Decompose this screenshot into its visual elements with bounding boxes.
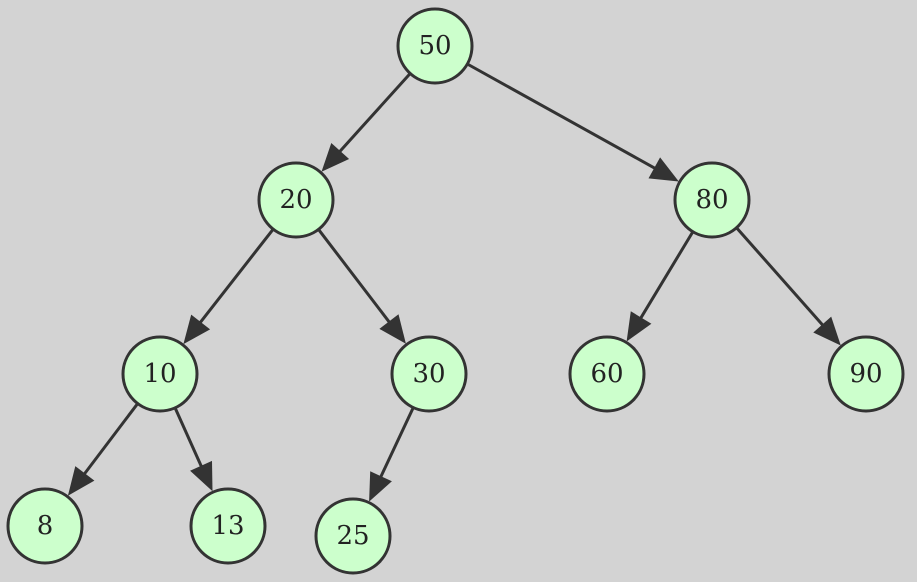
edge-80-to-60 (626, 231, 694, 342)
node-circle (568, 335, 646, 413)
node-circle (827, 335, 905, 413)
arrowhead-icon (67, 466, 95, 496)
edge-line (82, 403, 139, 476)
tree-node-80: 80 (673, 161, 751, 239)
edge-line (317, 229, 392, 325)
edge-line (378, 407, 415, 479)
tree-node-60: 60 (568, 335, 646, 413)
edge-10-to-8 (67, 403, 139, 496)
arrowhead-icon (321, 143, 350, 172)
arrowhead-icon (648, 157, 679, 182)
node-label: 60 (590, 359, 623, 389)
tree-node-10: 10 (121, 335, 199, 413)
node-circle (673, 161, 751, 239)
edge-line (174, 408, 204, 469)
node-label: 8 (37, 511, 54, 541)
tree-node-50: 50 (396, 7, 474, 85)
node-circle (121, 335, 199, 413)
edge-50-to-20 (321, 73, 411, 172)
edge-line (638, 231, 694, 320)
tree-node-13: 13 (189, 487, 267, 565)
node-label: 90 (849, 359, 882, 389)
tree-node-90: 90 (827, 335, 905, 413)
edge-30-to-25 (369, 407, 415, 502)
node-label: 13 (211, 511, 244, 541)
node-label: 10 (143, 359, 176, 389)
edge-line (736, 227, 825, 328)
arrowhead-icon (190, 460, 213, 492)
node-circle (257, 161, 335, 239)
edge-20-to-30 (317, 229, 406, 344)
tree-node-8: 8 (6, 487, 84, 565)
arrowhead-icon (379, 314, 406, 344)
node-label: 25 (336, 521, 369, 551)
node-circle (396, 7, 474, 85)
edges-layer (67, 63, 841, 502)
tree-node-20: 20 (257, 161, 335, 239)
arrowhead-icon (813, 316, 841, 346)
edge-50-to-80 (467, 63, 679, 182)
edge-line (467, 63, 657, 171)
edge-80-to-90 (736, 227, 841, 346)
node-label: 20 (279, 185, 312, 215)
nodes-layer: 50 20 80 10 30 60 90 8 13 25 (6, 7, 905, 575)
node-circle (390, 335, 468, 413)
arrowhead-icon (626, 311, 652, 342)
node-circle (6, 487, 84, 565)
edge-20-to-10 (183, 228, 274, 345)
tree-node-25: 25 (314, 497, 392, 575)
arrowhead-icon (183, 314, 211, 345)
arrowhead-icon (369, 471, 392, 502)
node-circle (314, 497, 392, 575)
tree-node-30: 30 (390, 335, 468, 413)
edge-line (198, 228, 274, 325)
edge-line (337, 73, 411, 154)
node-label: 30 (412, 359, 445, 389)
node-label: 80 (695, 185, 728, 215)
node-circle (189, 487, 267, 565)
node-label: 50 (418, 31, 451, 61)
edge-10-to-13 (174, 408, 213, 492)
